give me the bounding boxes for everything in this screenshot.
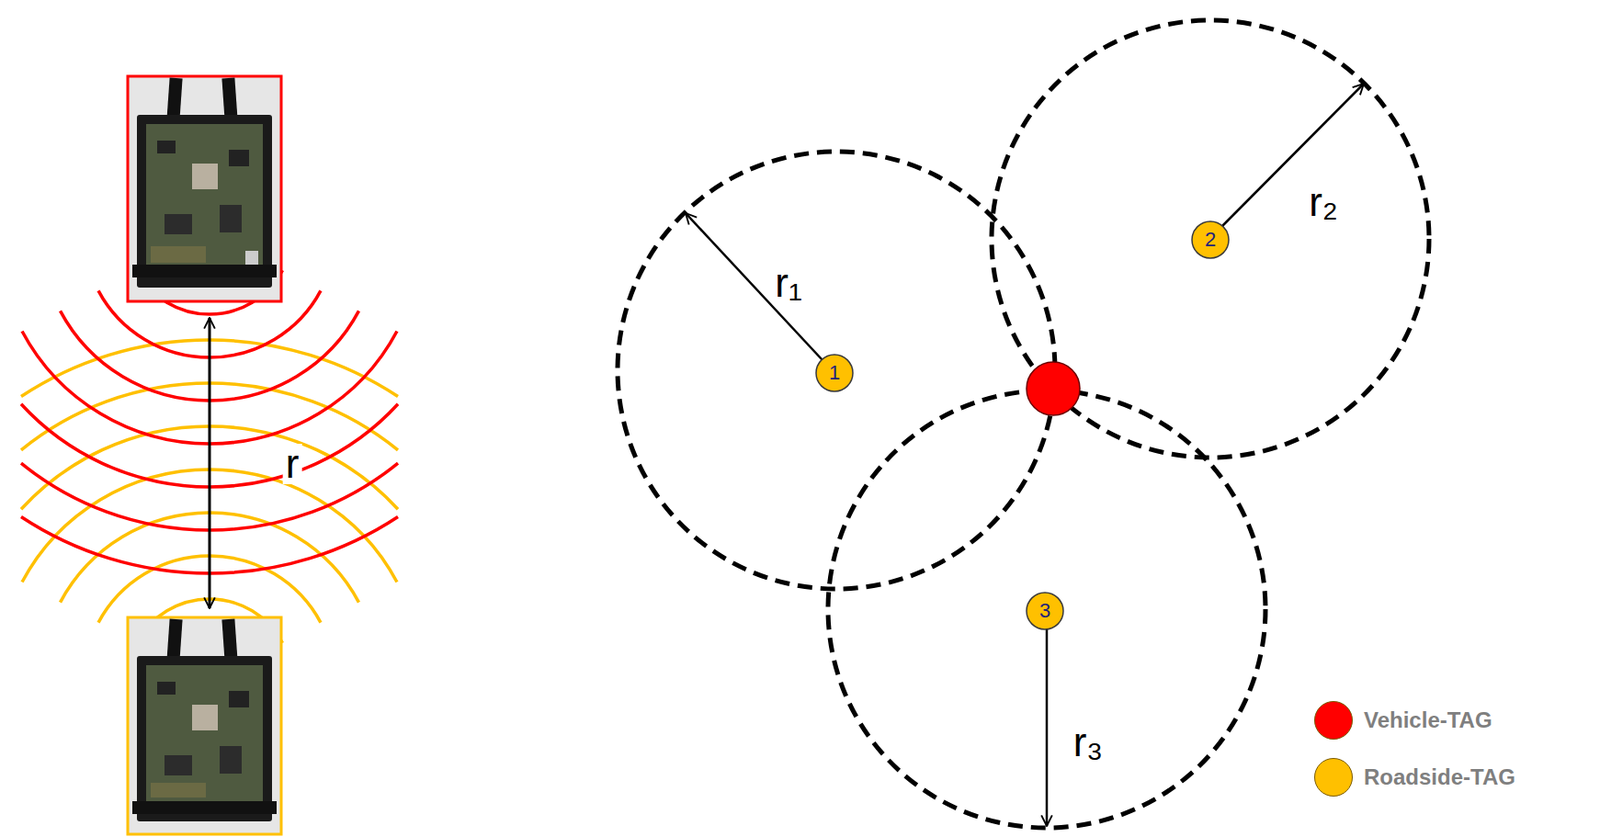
legend-text: Vehicle-TAG xyxy=(1363,707,1493,734)
vehicle-tag xyxy=(1026,362,1080,416)
range-circle xyxy=(828,390,1266,829)
radius-arrow xyxy=(685,213,823,361)
distance-arrow xyxy=(208,317,212,609)
vehicle-device xyxy=(127,76,282,302)
range-circle xyxy=(991,20,1430,458)
tag-circle xyxy=(1191,221,1229,259)
roadside-tag: 2 xyxy=(1191,220,1230,260)
distance-label: r xyxy=(283,443,303,485)
radius-arrow xyxy=(1222,83,1364,227)
radio-waves xyxy=(21,270,398,643)
radius-arrow xyxy=(1045,628,1049,827)
roadside-device xyxy=(127,617,282,835)
legend-entry: Roadside-TAG xyxy=(1314,758,1516,797)
tag-number: 3 xyxy=(1039,601,1051,622)
range-circle xyxy=(617,151,1056,590)
legend-entry: Vehicle-TAG xyxy=(1314,701,1493,740)
tag-number: 2 xyxy=(1204,229,1216,250)
legend-swatch xyxy=(1314,701,1353,740)
legend-swatch xyxy=(1314,758,1353,797)
legend-text: Roadside-TAG xyxy=(1363,764,1516,791)
tag-circle xyxy=(1026,592,1064,630)
radius-label: r₂ xyxy=(1305,181,1341,223)
roadside-tag: 3 xyxy=(1025,591,1065,631)
tag-number: 1 xyxy=(828,363,840,384)
radius-label: r₁ xyxy=(771,262,806,304)
tag-circle xyxy=(816,354,853,392)
roadside-tag: 1 xyxy=(815,353,854,393)
radius-label: r₃ xyxy=(1070,722,1107,763)
